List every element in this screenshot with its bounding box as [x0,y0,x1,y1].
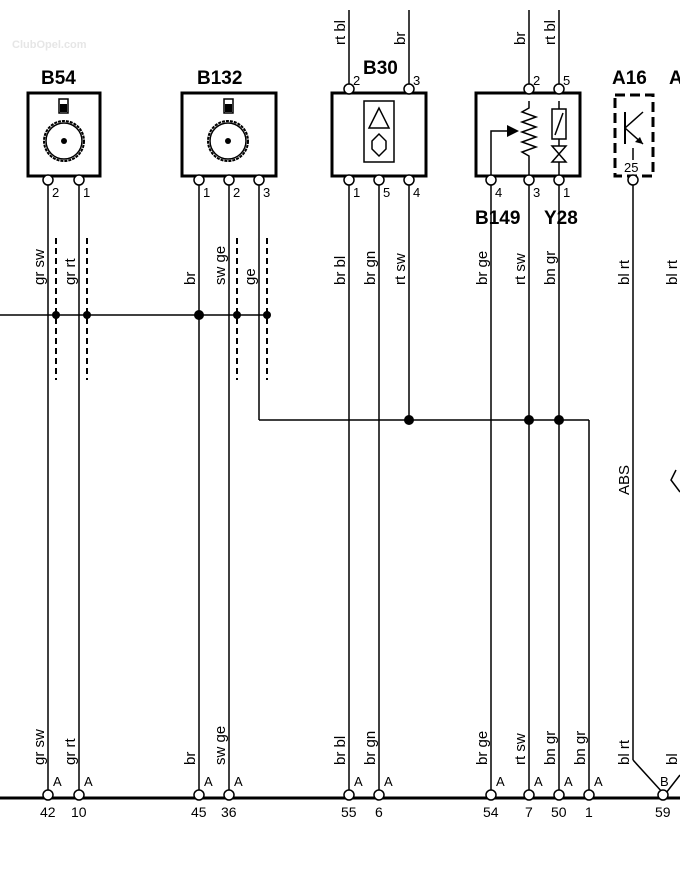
wire-label-top-br-b149: br [512,32,529,45]
b149-pin-2: 2 [533,73,540,88]
edge-symbol-fragment [670,469,680,493]
wire-label-lower-9: bn gr [542,731,559,765]
wire-label-upper-1: gr sw [31,249,48,285]
wire-label-upper-13: bl rt [664,259,680,285]
shield-dashes [55,238,268,380]
wire-label-lower-8: rt sw [512,733,529,765]
terminal-36: 36 [221,804,237,820]
conn-letter-3: A [204,774,213,789]
b30-pin-2: 2 [353,73,360,88]
conn-letter-5: A [354,774,363,789]
wire-label-upper-6: br bl [332,256,349,285]
a16-label: A16 [612,68,647,89]
b30-label: B30 [363,58,398,79]
terminal-50: 50 [551,804,567,820]
b149-pin-4: 4 [495,185,502,200]
b30-pin-5: 5 [383,185,390,200]
a16-pin-25: 25 [624,160,638,175]
bottom-terminal-numbers: 42 10 45 36 55 6 54 7 50 1 59 [40,804,671,820]
wire-label-lower-7: br ge [474,731,491,765]
wire-label-upper-3: br [182,272,199,285]
terminal-45: 45 [191,804,207,820]
b54-pin-2: 2 [52,185,59,200]
wire-label-upper-4: sw ge [212,246,229,285]
wire-label-top-br-b30: br [392,32,409,45]
b132-label: B132 [197,68,242,89]
wire-label-upper-9: br ge [474,251,491,285]
b30-pin-1: 1 [353,185,360,200]
b149-pin-3: 3 [533,185,540,200]
wire-label-lower-10: bn gr [572,731,589,765]
wire-label-upper-7: br gn [362,251,379,285]
b30-pin-4: 4 [413,185,420,200]
b149-y28-unit [474,83,582,186]
wire-label-lower-4: sw ge [212,726,229,765]
wire-label-upper-12: bl rt [616,259,633,285]
wire-label-upper-5: ge [242,268,259,285]
a-cut-label: A [669,68,680,89]
wire-label-upper-8: rt sw [392,253,409,285]
b30-sensor [330,83,428,186]
b132-sensor [180,91,278,186]
conn-letter-6: A [384,774,393,789]
b54-pin-1: 1 [83,185,90,200]
b54-sensor [26,91,102,186]
bottom-connector-circles [42,789,669,801]
b132-pin-2: 2 [233,185,240,200]
terminal-1: 1 [585,804,593,820]
conn-letter-1: A [53,774,62,789]
wire-label-upper-11: bn gr [542,251,559,285]
conn-letter-9: A [564,774,573,789]
wire-label-lower-6: br gn [362,731,379,765]
conn-letter-10: A [594,774,603,789]
wire-label-lower-3: br [182,752,199,765]
conn-letter-8: A [534,774,543,789]
conn-letter-7: A [496,774,505,789]
conn-letter-11: B [660,774,669,789]
wire-label-upper-10: rt sw [512,253,529,285]
b132-pin-1: 1 [203,185,210,200]
wire-label-lower-5: br bl [332,736,349,765]
lower-wire-labels: gr sw gr rt br sw ge br bl br gn br ge r… [31,726,680,765]
b30-pin-3: 3 [413,73,420,88]
wire-label-top-rt-bl-b30: rt bl [332,20,349,45]
wires [47,10,680,794]
conn-letter-2: A [84,774,93,789]
junction-dots [52,310,564,425]
terminal-59: 59 [655,804,671,820]
wire-label-lower-2: gr rt [62,738,79,766]
upper-wire-labels: gr sw gr rt br sw ge ge br bl br gn rt s… [31,246,680,285]
watermark-text: ClubOpel.com [12,39,87,51]
y28-pin-1: 1 [563,185,570,200]
wire-label-lower-12: bl [664,753,680,765]
y28-label: Y28 [544,208,578,229]
b132-pin-3: 3 [263,185,270,200]
terminal-42: 42 [40,804,56,820]
terminal-55: 55 [341,804,357,820]
terminal-10: 10 [71,804,87,820]
b54-label: B54 [41,68,76,89]
y28-pin-5: 5 [563,73,570,88]
wire-label-lower-11: bl rt [616,739,633,765]
terminal-7: 7 [525,804,533,820]
conn-letter-4: A [234,774,243,789]
b149-label: B149 [475,208,520,229]
wire-label-upper-2: gr rt [62,258,79,286]
bottom-connector-letters: A A A A A A A A A A B [53,774,669,789]
top-wire-labels: rt bl br br rt bl [332,20,559,45]
terminal-54: 54 [483,804,499,820]
wire-label-top-rt-bl-y28: rt bl [542,20,559,45]
a16-module [613,93,655,186]
abs-label: ABS [616,465,633,495]
wire-label-lower-1: gr sw [31,729,48,765]
terminal-6: 6 [375,804,383,820]
